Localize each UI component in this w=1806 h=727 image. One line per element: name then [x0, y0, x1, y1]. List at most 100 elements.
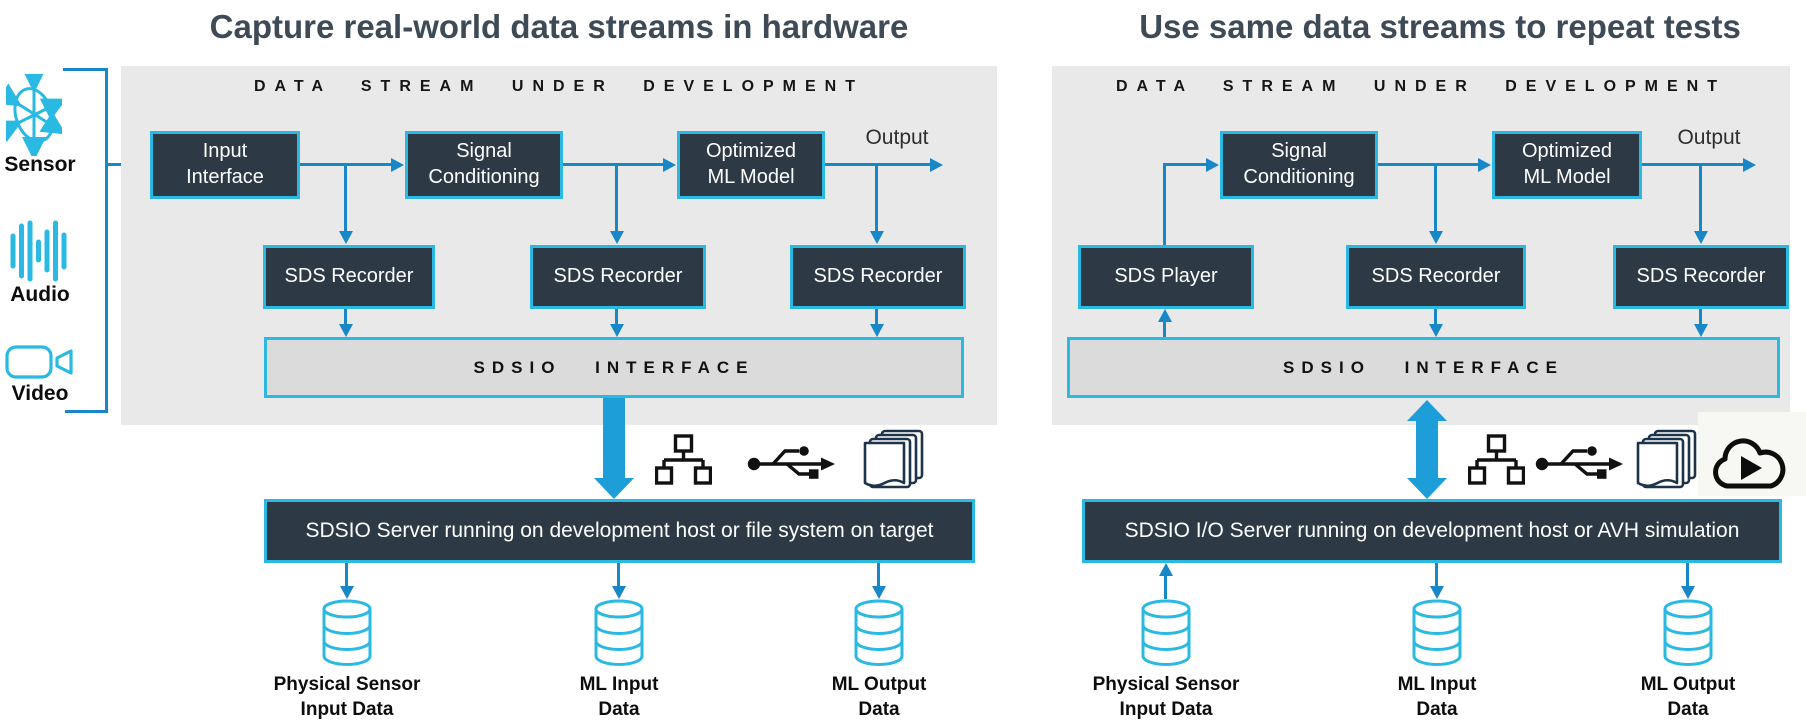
left-sdsio-server-bar: SDSIO Server running on development host… [264, 499, 975, 563]
database-cylinder-icon [1140, 599, 1192, 672]
sds-player-box: SDS Player [1078, 245, 1254, 309]
arrowhead-down [1430, 586, 1444, 599]
sdsio-interface-label: SDSIO INTERFACE [473, 357, 755, 377]
right-db-label-3: ML Output Data [1641, 673, 1736, 722]
input-interface-box: Input Interface [150, 131, 300, 199]
db-drop-line [1435, 563, 1438, 587]
source-bracket-bus [105, 68, 108, 413]
left-db-label-1: Physical Sensor Input Data [274, 673, 421, 722]
db-label-line: ML Output [831, 674, 927, 695]
sds-recorder-label: SDS Recorder [284, 265, 414, 288]
optimized-ml-label: Optimized ML Model [705, 140, 797, 188]
right-sds-recorder-1: SDS Recorder [1346, 245, 1526, 309]
arrowhead-right [391, 158, 404, 172]
left-title: Capture real-world data streams in hardw… [209, 8, 909, 45]
db-drop-line [617, 563, 620, 587]
right-server-label: SDSIO I/O Server running on development … [1124, 519, 1740, 542]
branch-line [615, 165, 618, 232]
thick-arrowhead-down [1407, 478, 1447, 499]
arrowhead-down [1429, 231, 1443, 244]
output-arrow-line [825, 163, 931, 166]
left-optimized-ml-box: Optimized ML Model [677, 131, 825, 199]
file-stack-icon [863, 429, 925, 496]
recorder-drop-line [1699, 309, 1702, 325]
video-camera-icon [5, 344, 73, 385]
sensor-label: Sensor [4, 153, 76, 176]
ethernet-network-icon [654, 434, 713, 490]
thick-arrow-shaft [603, 398, 625, 478]
ethernet-network-icon [1467, 434, 1526, 490]
left-db-label-3: ML Output Data [832, 673, 927, 722]
recorder-drop-line [875, 309, 878, 325]
sds-recorder-label: SDS Recorder [1371, 265, 1501, 288]
branch-line [875, 165, 878, 232]
file-stack-icon [1636, 429, 1698, 496]
db-label-line: ML Input [1397, 674, 1477, 695]
signal-conditioning-label: Signal Conditioning [1243, 140, 1355, 188]
connector-line [563, 163, 664, 166]
sds-recorder-label: SDS Recorder [1636, 265, 1766, 288]
branch-line [1434, 165, 1437, 232]
db-label-line: Data [858, 698, 900, 720]
arrowhead-right [1206, 158, 1219, 172]
database-cylinder-icon [1662, 599, 1714, 672]
db-label-line: Data [598, 698, 640, 720]
arrowhead-down [339, 231, 353, 244]
db-drop-line [1686, 563, 1689, 587]
signal-conditioning-label: Signal Conditioning [428, 140, 540, 188]
thick-arrowhead-down [594, 478, 634, 499]
thick-arrow-shaft [1416, 421, 1438, 478]
source-bracket-bottom [65, 410, 108, 413]
db-drop-line [877, 563, 880, 587]
arrowhead-right [1743, 158, 1756, 172]
player-over-line [1163, 163, 1207, 166]
recorder-drop-line [615, 309, 618, 325]
left-panel-header: DATA STREAM UNDER DEVELOPMENT [253, 78, 865, 95]
right-optimized-ml-box: Optimized ML Model [1492, 131, 1642, 199]
arrowhead-down [870, 231, 884, 244]
left-sds-recorder-1: SDS Recorder [263, 245, 435, 309]
arrowhead-down [1681, 586, 1695, 599]
left-server-label: SDSIO Server running on development host… [305, 519, 934, 542]
arrowhead-down [870, 324, 884, 337]
db-feed-line [1164, 575, 1167, 599]
cloud-play-icon [1706, 430, 1790, 497]
database-cylinder-icon [593, 599, 645, 672]
arrowhead-down [612, 586, 626, 599]
recorder-drop-line [1434, 309, 1437, 325]
left-sdsio-interface-bar: SDSIO INTERFACE [264, 337, 964, 398]
left-sds-recorder-2: SDS Recorder [530, 245, 706, 309]
sdsio-interface-label: SDSIO INTERFACE [1283, 357, 1564, 377]
branch-line [1699, 165, 1702, 232]
database-cylinder-icon [1411, 599, 1463, 672]
arrowhead-right [1478, 158, 1491, 172]
sds-recorder-label: SDS Recorder [813, 265, 943, 288]
db-label-line: Physical Sensor [1092, 674, 1240, 695]
output-arrow-line [1642, 163, 1744, 166]
db-drop-line [345, 563, 348, 587]
arrowhead-right [663, 158, 676, 172]
db-label-line: Data [1667, 698, 1709, 720]
db-label-line: Input Data [300, 698, 394, 720]
right-db-label-1: Physical Sensor Input Data [1093, 673, 1240, 722]
database-cylinder-icon [321, 599, 373, 672]
thick-arrowhead-up [1407, 400, 1447, 421]
arrowhead-down [610, 324, 624, 337]
arrowhead-down [610, 231, 624, 244]
db-label-line: Data [1416, 698, 1458, 720]
right-signal-conditioning-box: Signal Conditioning [1220, 131, 1378, 199]
audio-waveform-icon [8, 220, 68, 287]
player-feed-line [1163, 321, 1166, 337]
arrowhead-down [872, 586, 886, 599]
db-label-line: ML Input [579, 674, 659, 695]
recorder-drop-line [344, 309, 347, 325]
arrowhead-up [1158, 309, 1172, 322]
right-title: Use same data streams to repeat tests [1139, 8, 1741, 45]
right-panel-header: DATA STREAM UNDER DEVELOPMENT [1115, 78, 1727, 95]
branch-line [344, 165, 347, 232]
video-label: Video [11, 382, 69, 405]
player-up-line [1163, 163, 1166, 245]
arrowhead-down [339, 324, 353, 337]
left-db-label-2: ML Input Data [580, 673, 659, 722]
right-db-label-2: ML Input Data [1398, 673, 1477, 722]
